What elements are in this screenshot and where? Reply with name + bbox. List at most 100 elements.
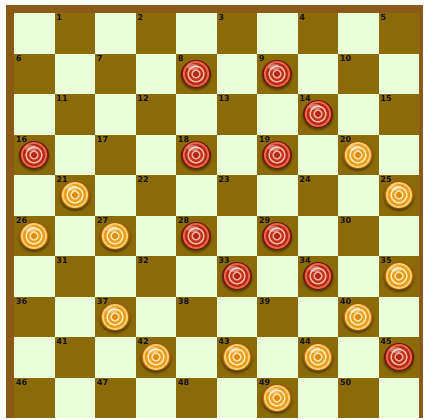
square-48[interactable]: 48 (176, 378, 217, 419)
light-square (95, 337, 136, 378)
square-number: 47 (97, 378, 108, 388)
square-3[interactable]: 3 (217, 13, 258, 54)
red-checker-piece[interactable] (303, 100, 333, 128)
orange-checker-piece[interactable] (384, 262, 414, 290)
square-39[interactable]: 39 (257, 297, 298, 338)
square-27[interactable]: 27 (95, 216, 136, 257)
red-checker-piece[interactable] (222, 262, 252, 290)
square-37[interactable]: 37 (95, 297, 136, 338)
red-checker-piece[interactable] (181, 60, 211, 88)
light-square (14, 13, 55, 54)
square-10[interactable]: 10 (338, 54, 379, 95)
light-square (55, 135, 96, 176)
light-square (136, 135, 177, 176)
red-checker-piece[interactable] (384, 343, 414, 371)
red-checker-piece[interactable] (181, 141, 211, 169)
square-number: 5 (381, 13, 387, 23)
red-checker-piece[interactable] (19, 141, 49, 169)
square-5[interactable]: 5 (379, 13, 420, 54)
square-34[interactable]: 34 (298, 256, 339, 297)
square-21[interactable]: 21 (55, 175, 96, 216)
orange-checker-piece[interactable] (100, 222, 130, 250)
square-30[interactable]: 30 (338, 216, 379, 257)
square-18[interactable]: 18 (176, 135, 217, 176)
square-29[interactable]: 29 (257, 216, 298, 257)
square-44[interactable]: 44 (298, 337, 339, 378)
orange-checker-piece[interactable] (60, 181, 90, 209)
light-square (95, 94, 136, 135)
orange-checker-piece[interactable] (19, 222, 49, 250)
light-square (176, 256, 217, 297)
red-checker-piece[interactable] (303, 262, 333, 290)
square-46[interactable]: 46 (14, 378, 55, 419)
square-24[interactable]: 24 (298, 175, 339, 216)
orange-checker-piece[interactable] (222, 343, 252, 371)
square-13[interactable]: 13 (217, 94, 258, 135)
square-40[interactable]: 40 (338, 297, 379, 338)
square-33[interactable]: 33 (217, 256, 258, 297)
light-square (217, 378, 258, 419)
square-number: 12 (138, 94, 149, 104)
light-square (55, 297, 96, 338)
square-7[interactable]: 7 (95, 54, 136, 95)
red-checker-piece[interactable] (262, 60, 292, 88)
orange-checker-piece[interactable] (100, 303, 130, 331)
square-25[interactable]: 25 (379, 175, 420, 216)
orange-checker-piece[interactable] (343, 303, 373, 331)
red-checker-piece[interactable] (262, 222, 292, 250)
light-square (379, 216, 420, 257)
square-14[interactable]: 14 (298, 94, 339, 135)
light-square (176, 175, 217, 216)
square-number: 32 (138, 256, 149, 266)
light-square (257, 256, 298, 297)
light-square (257, 337, 298, 378)
square-38[interactable]: 38 (176, 297, 217, 338)
square-22[interactable]: 22 (136, 175, 177, 216)
square-15[interactable]: 15 (379, 94, 420, 135)
orange-checker-piece[interactable] (262, 384, 292, 412)
square-11[interactable]: 11 (55, 94, 96, 135)
square-41[interactable]: 41 (55, 337, 96, 378)
square-35[interactable]: 35 (379, 256, 420, 297)
square-17[interactable]: 17 (95, 135, 136, 176)
square-23[interactable]: 23 (217, 175, 258, 216)
square-26[interactable]: 26 (14, 216, 55, 257)
square-19[interactable]: 19 (257, 135, 298, 176)
square-36[interactable]: 36 (14, 297, 55, 338)
square-12[interactable]: 12 (136, 94, 177, 135)
square-20[interactable]: 20 (338, 135, 379, 176)
square-42[interactable]: 42 (136, 337, 177, 378)
square-32[interactable]: 32 (136, 256, 177, 297)
square-9[interactable]: 9 (257, 54, 298, 95)
light-square (338, 175, 379, 216)
square-28[interactable]: 28 (176, 216, 217, 257)
light-square (176, 13, 217, 54)
light-square (14, 337, 55, 378)
light-square (14, 175, 55, 216)
square-50[interactable]: 50 (338, 378, 379, 419)
orange-checker-piece[interactable] (384, 181, 414, 209)
square-43[interactable]: 43 (217, 337, 258, 378)
red-checker-piece[interactable] (262, 141, 292, 169)
square-number: 31 (57, 256, 68, 266)
square-45[interactable]: 45 (379, 337, 420, 378)
light-square (55, 378, 96, 419)
red-checker-piece[interactable] (181, 222, 211, 250)
square-1[interactable]: 1 (55, 13, 96, 54)
square-6[interactable]: 6 (14, 54, 55, 95)
square-8[interactable]: 8 (176, 54, 217, 95)
light-square (217, 54, 258, 95)
square-49[interactable]: 49 (257, 378, 298, 419)
orange-checker-piece[interactable] (343, 141, 373, 169)
square-16[interactable]: 16 (14, 135, 55, 176)
orange-checker-piece[interactable] (141, 343, 171, 371)
square-47[interactable]: 47 (95, 378, 136, 419)
square-number: 41 (57, 337, 68, 347)
square-4[interactable]: 4 (298, 13, 339, 54)
square-31[interactable]: 31 (55, 256, 96, 297)
square-2[interactable]: 2 (136, 13, 177, 54)
light-square (217, 297, 258, 338)
square-number: 9 (259, 54, 265, 64)
orange-checker-piece[interactable] (303, 343, 333, 371)
